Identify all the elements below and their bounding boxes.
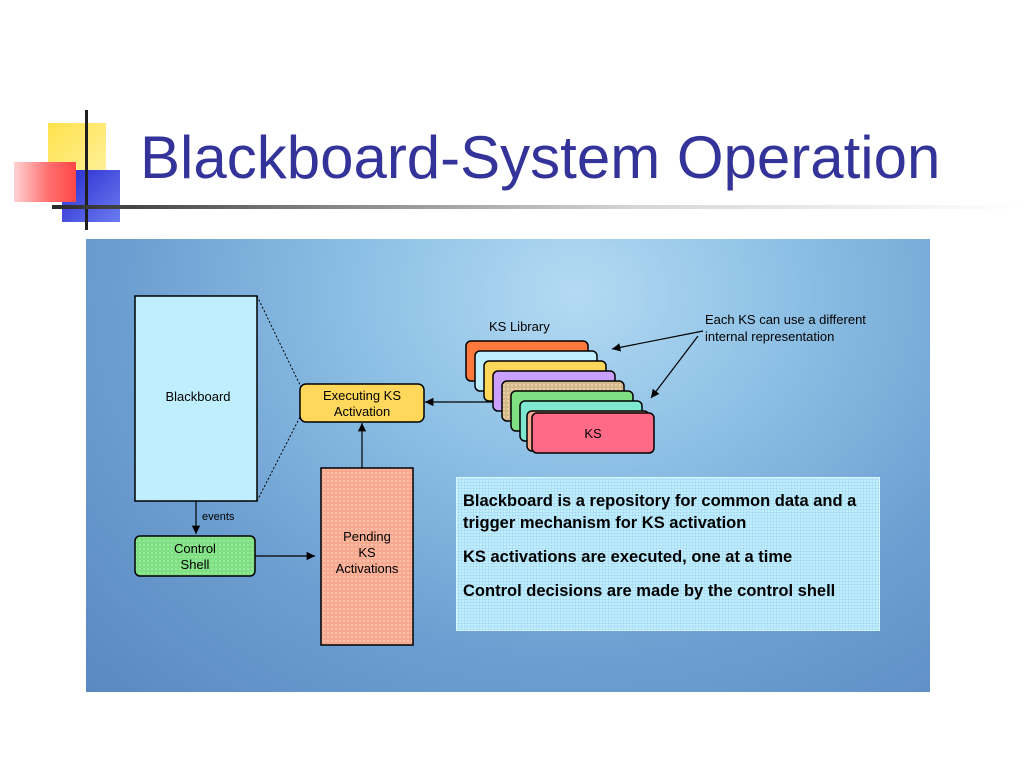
title-underline [52,205,1024,209]
executing-ks-label-line1: Executing KS [323,388,401,403]
executing-ks-box [299,383,425,423]
pending-ks-label-line1: Pending [343,529,391,544]
pending-ks-label-line2: KS [358,545,376,560]
control-shell-label-line2: Shell [181,557,210,572]
dashed-connector-bottom [256,414,302,502]
description-box: Blackboard is a repository for common da… [456,477,880,631]
ks-card-label: KS [584,426,602,441]
blackboard-label: Blackboard [165,389,230,404]
control-shell-label-line1: Control [174,541,216,556]
description-line: Control decisions are made by the contro… [463,582,836,600]
diagram-panel: Blackboard events Control Shell Executin… [86,239,930,692]
ks-card-front [531,412,655,454]
ks-library-label: KS Library [489,319,550,334]
events-label: events [202,511,235,523]
ks-library-stack: KS [465,340,655,454]
description-line: Blackboard is a repository for common da… [463,492,857,532]
decor-vertical-line [85,110,88,230]
description-line: KS activations are executed, one at a ti… [463,548,793,566]
slide-title: Blackboard-System Operation [140,124,941,191]
pending-ks-label-line3: Activations [336,561,399,576]
note-arrow-to-cards [650,335,699,399]
pending-ks-box [320,467,414,646]
executing-ks-label-line2: Activation [334,404,390,419]
note-line2: internal representation [705,329,834,344]
decor-red-square [14,162,76,202]
note-arrow-to-library [611,330,704,352]
note-line1: Each KS can use a different [705,312,866,327]
dashed-connector-top [256,295,302,388]
blackboard-diagram: Blackboard events Control Shell Executin… [134,295,866,646]
